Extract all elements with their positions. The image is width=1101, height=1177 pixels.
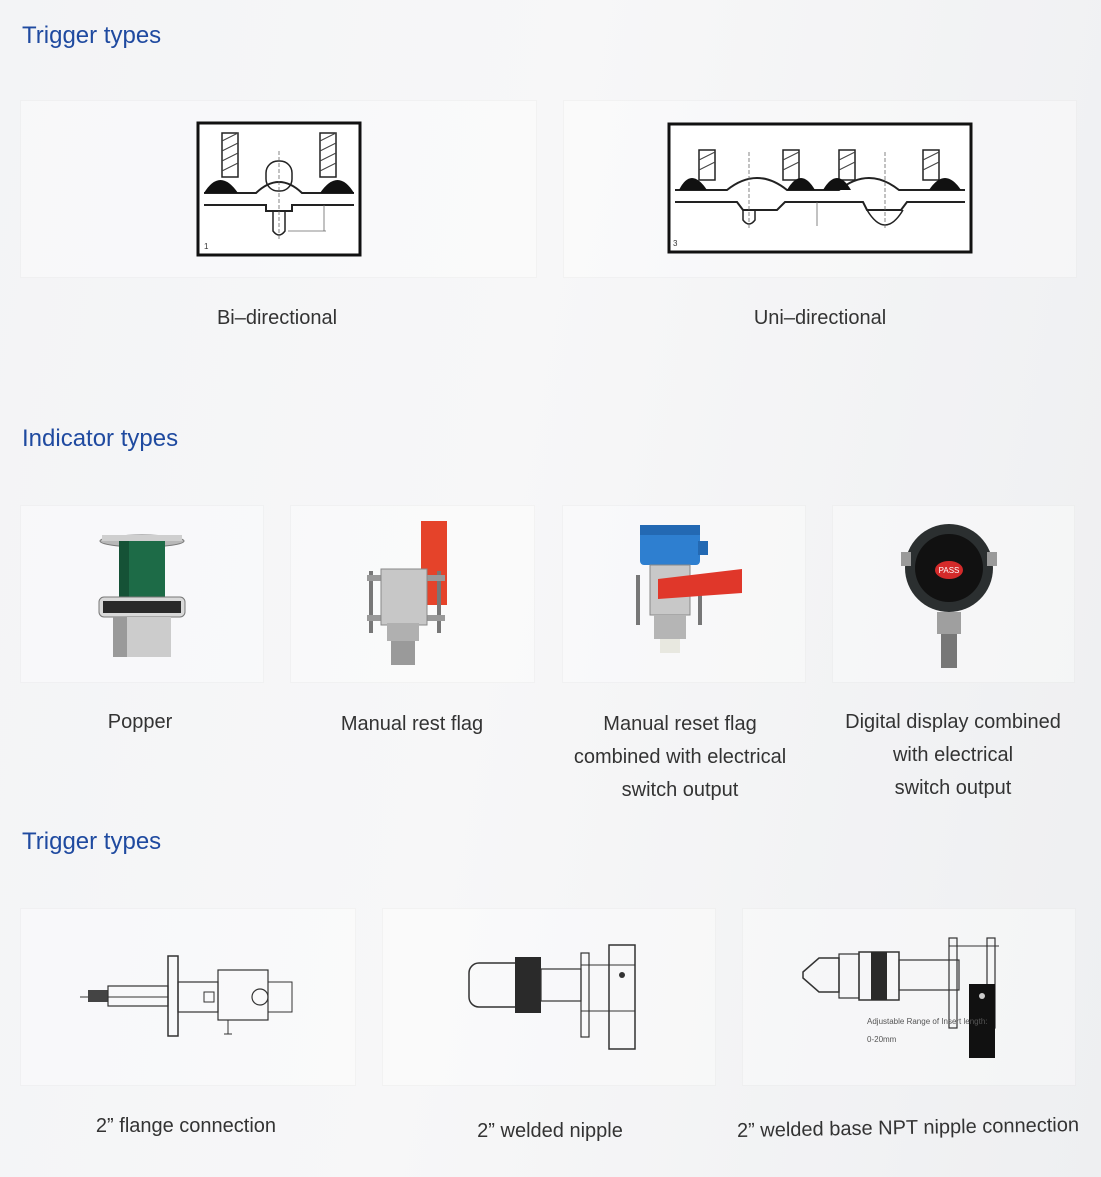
popper-image: [98, 534, 186, 657]
figure-number: 3: [673, 239, 678, 248]
caption-manual-rest-flag: Manual rest flag: [340, 713, 484, 735]
caption-line: Manual reset flag: [603, 713, 757, 735]
digital-display-card: PASS: [832, 505, 1075, 683]
caption-flange-connection: 2” flange connection: [95, 1115, 277, 1137]
manual-rest-flag-image: [366, 521, 447, 665]
bi-directional-card: 1: [20, 100, 537, 278]
caption-npt-nipple: 2” welded base NPT nipple connection: [736, 1114, 1080, 1142]
flange-connection-card: [20, 908, 356, 1086]
uni-directional-diagram: 3: [667, 122, 973, 254]
caption-bi-directional: Bi–directional: [216, 307, 338, 329]
popper-card: [20, 505, 264, 683]
adjustable-range-note: Adjustable Range of Insert length:: [867, 1017, 988, 1026]
caption-digital-display: Digital display combined with electrical…: [832, 706, 1074, 805]
flange-connection-drawing: [80, 955, 293, 1037]
welded-nipple-card: [382, 908, 716, 1086]
caption-welded-nipple: 2” welded nipple: [477, 1120, 623, 1142]
section-title-trigger-types-2: Trigger types: [22, 828, 162, 855]
caption-uni-directional: Uni–directional: [753, 307, 887, 329]
manual-reset-flag-card: [562, 505, 806, 683]
pass-label: PASS: [938, 566, 959, 575]
welded-nipple-drawing: [468, 944, 636, 1050]
caption-line: switch output: [621, 779, 739, 801]
caption-line: with electrical: [892, 744, 1014, 766]
section-title-indicator-types: Indicator types: [22, 425, 179, 452]
caption-line: combined with electrical: [573, 746, 787, 768]
npt-nipple-drawing: Adjustable Range of Insert length: 0-20m…: [802, 937, 999, 1058]
caption-manual-reset-flag: Manual reset flag combined with electric…: [560, 708, 800, 807]
manual-reset-flag-image: [636, 525, 742, 653]
bi-directional-diagram: 1: [196, 121, 361, 257]
figure-number: 1: [204, 242, 209, 251]
uni-directional-card: 3: [563, 100, 1077, 278]
manual-rest-flag-card: [290, 505, 535, 683]
caption-popper: Popper: [107, 711, 173, 733]
digital-display-image: PASS: [900, 524, 997, 668]
adjustable-range-value: 0-20mm: [867, 1035, 897, 1044]
caption-line: Digital display combined: [845, 711, 1061, 733]
caption-line: switch output: [894, 777, 1012, 799]
npt-nipple-card: Adjustable Range of Insert length: 0-20m…: [742, 908, 1076, 1086]
section-title-trigger-types: Trigger types: [22, 22, 162, 49]
